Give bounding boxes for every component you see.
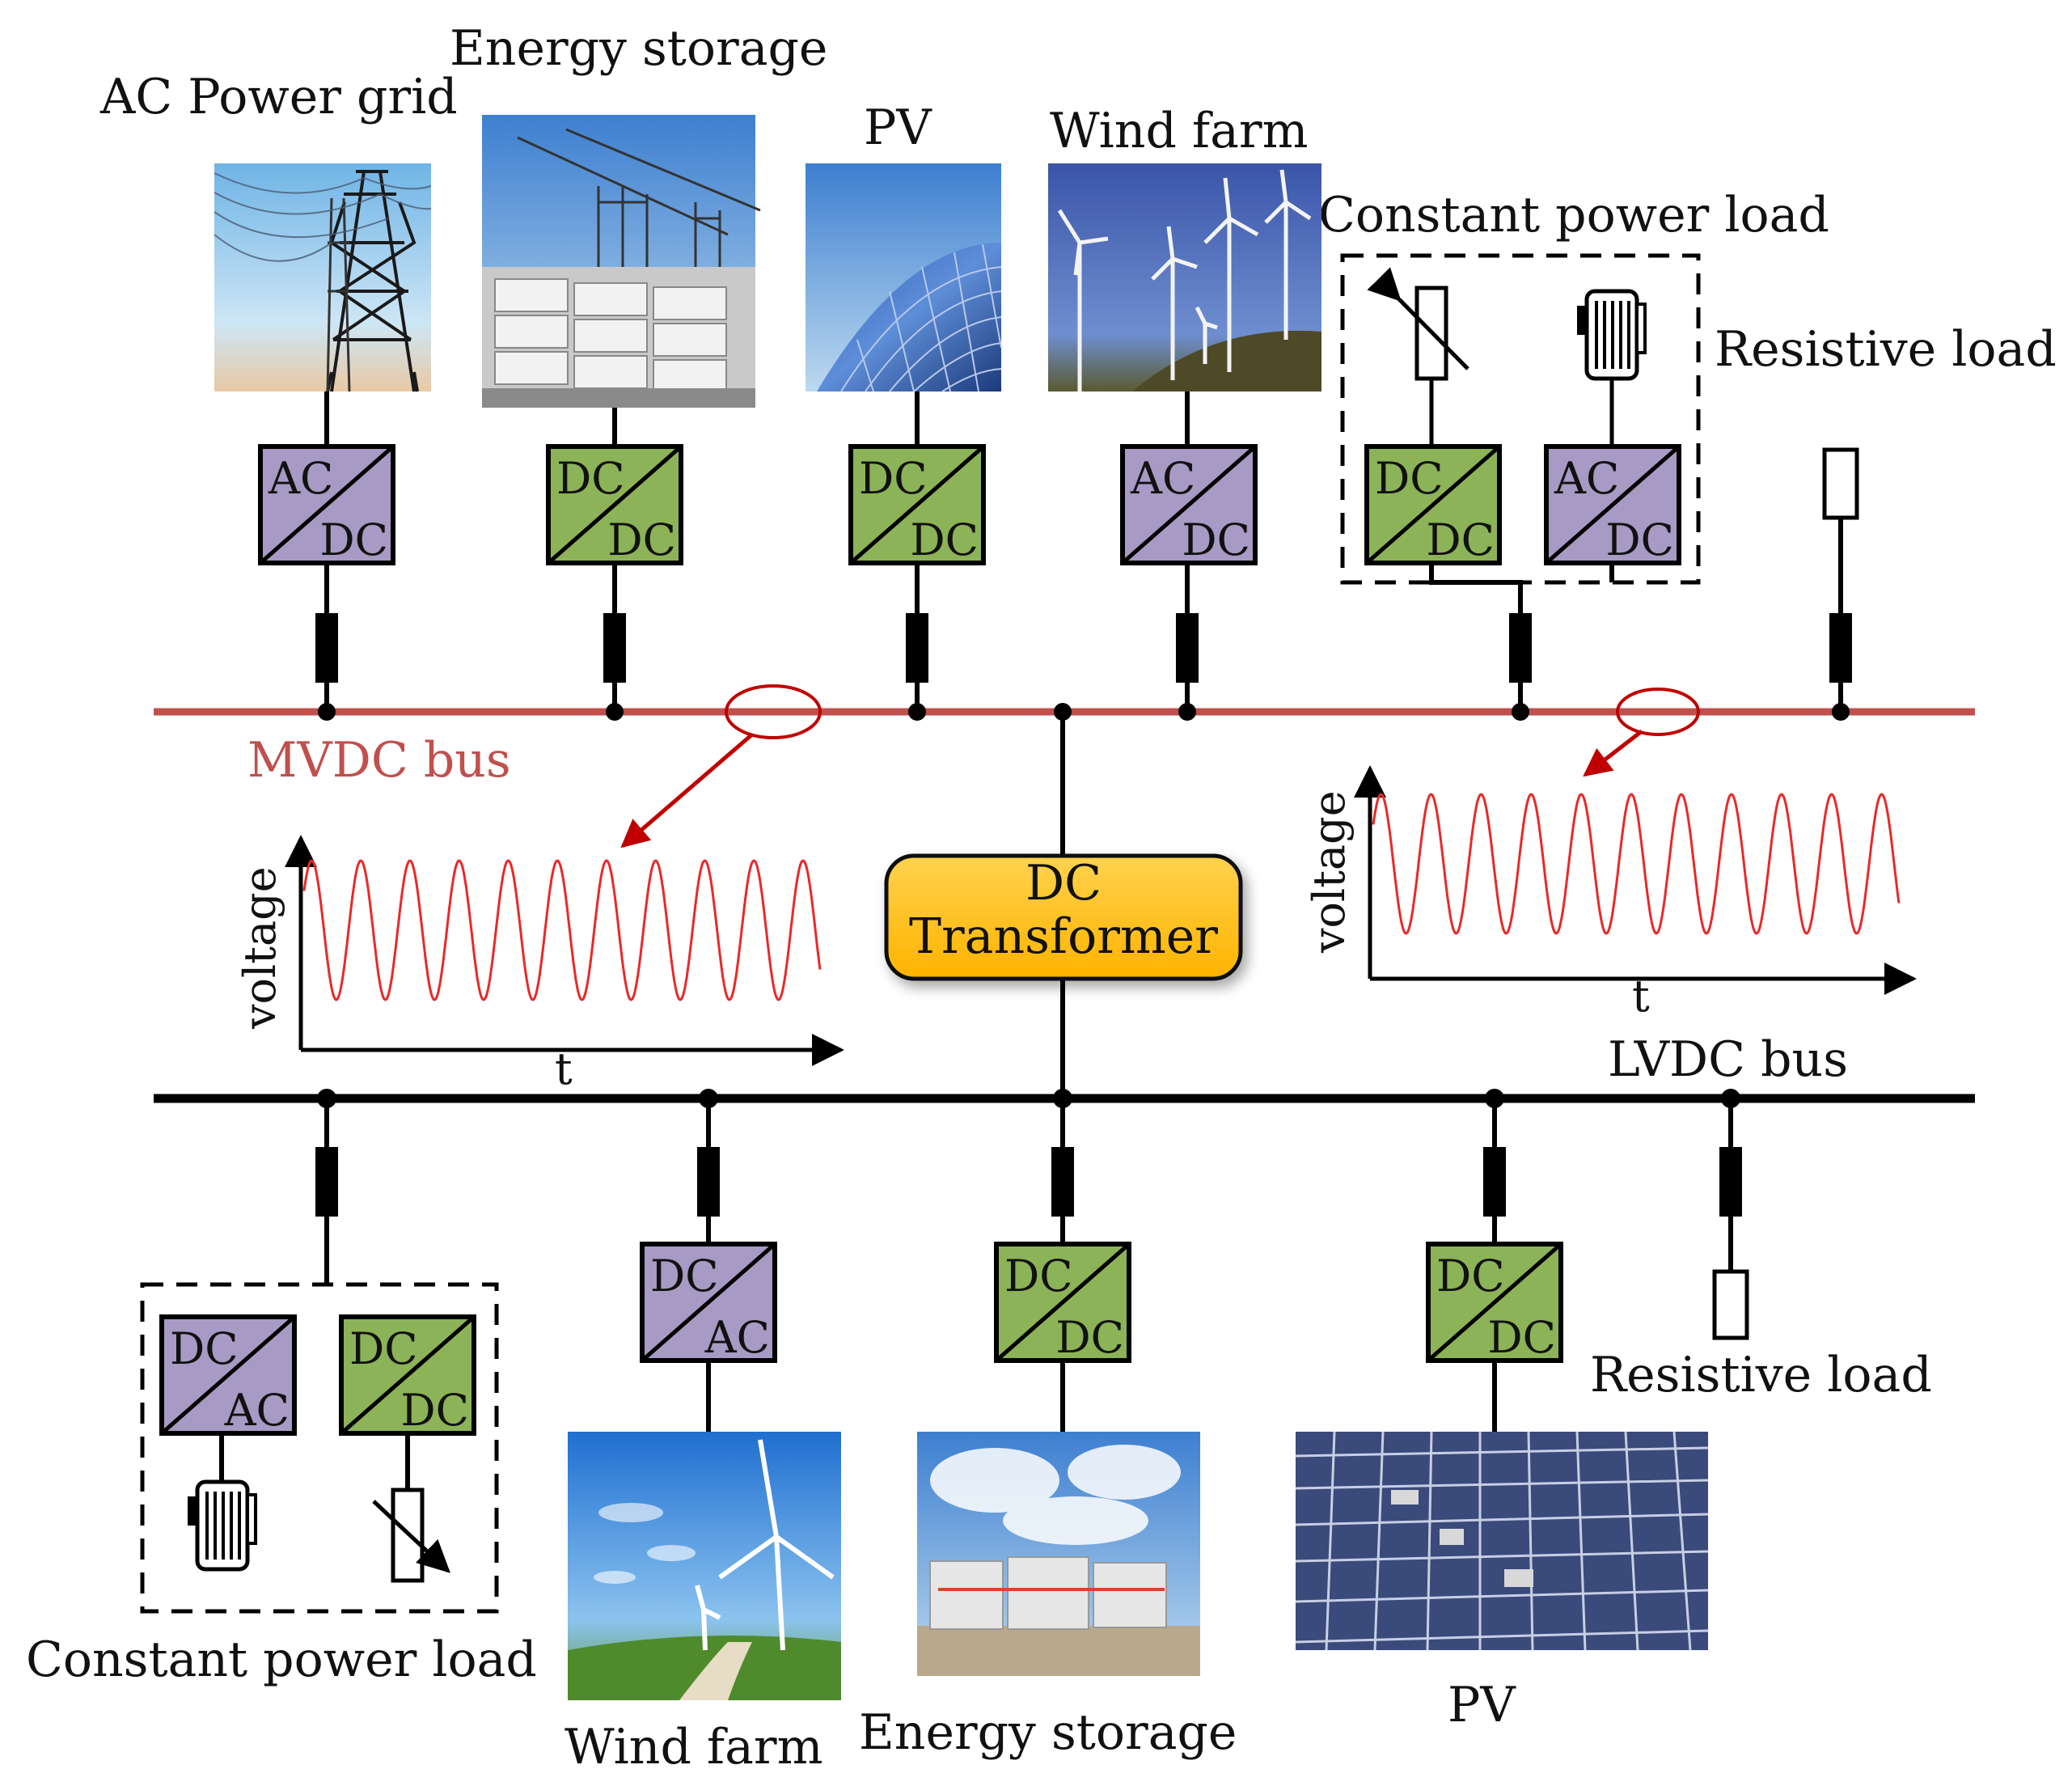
dc-transformer-line2: Transformer xyxy=(909,908,1218,965)
transmission-tower-photo xyxy=(214,163,432,392)
converter-pv: DC DC xyxy=(848,444,986,565)
variable-resistor-bottom-icon xyxy=(372,1488,450,1583)
resistive-load-top-icon xyxy=(1822,447,1859,520)
constant-power-load-bottom-box xyxy=(140,1282,499,1614)
bottom-converters: DC AC DC DC DC AC DC DC DC DC xyxy=(159,1242,1563,1436)
lvdc-zoom-arrow xyxy=(1583,730,1643,777)
solar-panel-photo xyxy=(806,163,1002,392)
top-breakers xyxy=(315,613,1852,683)
left-plot-ylabel: voltage xyxy=(235,866,285,1030)
converter-bottom-label: DC xyxy=(1605,514,1674,565)
converter-top-label: DC xyxy=(650,1251,719,1301)
converter-bottom-label: DC xyxy=(1426,514,1495,565)
converter-storage: DC DC xyxy=(994,1242,1131,1363)
resistive-load-bottom-label: Resistive load xyxy=(1590,1347,1932,1403)
dc-transformer-line1: DC xyxy=(1025,855,1102,912)
converter-cpl-dc: DC DC xyxy=(339,1314,476,1436)
pv-top-label: PV xyxy=(864,99,932,156)
converter-top-label: DC xyxy=(1004,1251,1073,1301)
right-voltage-plot: voltage t xyxy=(1304,765,1917,1022)
wind-farm-top-label: Wind farm xyxy=(1050,103,1308,159)
converter-bottom-label: AC xyxy=(704,1312,770,1363)
constant-power-load-top-label: Constant power load xyxy=(1318,187,1829,243)
converter-bottom-label: DC xyxy=(910,514,979,565)
converter-bottom-label: DC xyxy=(319,514,388,565)
mvdc-zoom-arrow xyxy=(620,733,754,849)
converter-grid: AC DC xyxy=(258,444,395,565)
converter-diagonal xyxy=(995,1242,1131,1362)
converter-diagonal xyxy=(547,445,683,565)
wind-turbine-bottom-photo xyxy=(568,1432,841,1700)
mvdc-zoom-ellipse xyxy=(725,684,822,739)
right-plot-waveform xyxy=(1372,793,1901,935)
converter-top-label: DC xyxy=(1436,1251,1505,1301)
constant-power-load-bottom-label: Constant power load xyxy=(26,1632,537,1688)
mvdc-bus-nodes xyxy=(318,703,1850,721)
resistive-load-top-label: Resistive load xyxy=(1715,321,2057,378)
lvdc-bus-label: LVDC bus xyxy=(1608,1031,1848,1088)
converter-bottom-label: DC xyxy=(400,1385,469,1436)
converter-bottom-label: DC xyxy=(1487,1312,1556,1363)
left-plot-waveform xyxy=(302,859,822,1001)
lvdc-zoom-ellipse xyxy=(1616,688,1700,736)
bottom-feeder-lines xyxy=(219,1098,1733,1490)
battery-station-photo xyxy=(482,115,761,408)
bottom-breakers xyxy=(315,1147,1742,1217)
converter-top-label: DC xyxy=(1375,453,1444,504)
converter-top-label: AC xyxy=(1554,453,1619,504)
converter-diagonal xyxy=(849,445,985,565)
converter-wind: AC DC xyxy=(1120,444,1258,565)
converter-bottom-label: DC xyxy=(1182,514,1250,565)
energy-storage-top-label: Energy storage xyxy=(450,20,827,77)
left-voltage-plot: voltage t xyxy=(235,835,844,1094)
converter-top-label: DC xyxy=(349,1323,418,1374)
resistive-load-bottom-icon xyxy=(1712,1269,1749,1340)
converter-diagonal xyxy=(1427,1242,1562,1362)
converter-cpl-dc: DC DC xyxy=(1364,444,1502,565)
motor-bottom-icon xyxy=(188,1479,257,1572)
converter-diagonal xyxy=(641,1242,776,1362)
energy-storage-bottom-label: Energy storage xyxy=(859,1704,1237,1761)
converter-diagonal xyxy=(1365,445,1501,565)
converter-storage: DC DC xyxy=(546,444,683,565)
converter-diagonal xyxy=(1545,445,1681,565)
converter-bottom-label: DC xyxy=(607,514,676,565)
converter-top-label: AC xyxy=(268,453,333,504)
converter-diagonal xyxy=(259,445,395,565)
ac-power-grid-label: AC Power grid xyxy=(99,69,458,125)
converter-wind: DC AC xyxy=(640,1242,777,1363)
solar-farm-bottom-photo xyxy=(1295,1431,1709,1651)
converter-top-label: DC xyxy=(556,453,625,504)
converter-diagonal xyxy=(340,1315,476,1435)
right-plot-ylabel: voltage xyxy=(1304,790,1355,954)
wind-farm-bottom-label: Wind farm xyxy=(565,1719,822,1775)
converter-diagonal xyxy=(160,1315,296,1435)
left-plot-xlabel: t xyxy=(555,1043,573,1094)
converter-pv: DC DC xyxy=(1426,1242,1563,1363)
converter-top-label: DC xyxy=(859,453,928,504)
converter-cpl-ac: DC AC xyxy=(159,1314,297,1436)
converter-top-label: AC xyxy=(1130,453,1195,504)
top-converters: AC DC DC DC DC DC AC DC DC DC AC DC xyxy=(258,444,1681,565)
converter-top-label: DC xyxy=(170,1323,239,1374)
wind-turbine-photo xyxy=(1048,163,1321,391)
pv-bottom-label: PV xyxy=(1448,1677,1516,1733)
variable-resistor-top-icon xyxy=(1367,267,1469,446)
converter-bottom-label: AC xyxy=(224,1385,290,1436)
motor-top-icon xyxy=(1577,289,1647,446)
converter-diagonal xyxy=(1121,445,1257,565)
converter-cpl-ac: AC DC xyxy=(1544,444,1681,565)
converter-bottom-label: DC xyxy=(1055,1312,1124,1363)
right-plot-xlabel: t xyxy=(1632,971,1650,1022)
mvdc-bus-label: MVDC bus xyxy=(247,732,511,789)
dc-transformer-box: DC Transformer xyxy=(884,853,1243,981)
battery-container-bottom-photo xyxy=(917,1432,1200,1676)
